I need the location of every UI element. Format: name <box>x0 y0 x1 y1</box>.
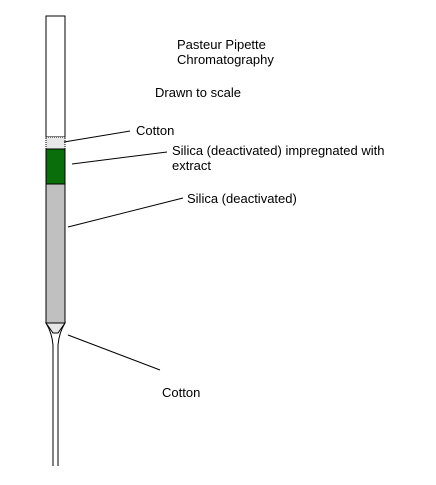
subtitle: Drawn to scale <box>155 85 241 100</box>
pipette-taper <box>45 322 66 466</box>
leader-silica-extract <box>71 151 168 165</box>
label-cotton-top: Cotton <box>136 123 174 138</box>
silica-band <box>45 183 66 324</box>
leader-cotton-top <box>63 130 131 143</box>
bottom-cotton-taper <box>45 322 66 334</box>
label-silica-extract-line-1: Silica (deactivated) impregnated with <box>172 143 384 158</box>
leader-cotton-bottom <box>67 334 161 371</box>
label-cotton-bottom: Cotton <box>162 385 200 400</box>
top-cotton-plug <box>45 136 66 150</box>
silica-extract-band <box>45 148 66 185</box>
leader-silica <box>67 197 184 228</box>
title-line-1: Pasteur Pipette <box>177 37 266 52</box>
label-silica-extract-line-2: extract <box>172 158 211 173</box>
pipette-upper-tube <box>45 15 66 138</box>
title-line-2: Chromatography <box>177 52 274 67</box>
label-silica: Silica (deactivated) <box>187 191 297 206</box>
